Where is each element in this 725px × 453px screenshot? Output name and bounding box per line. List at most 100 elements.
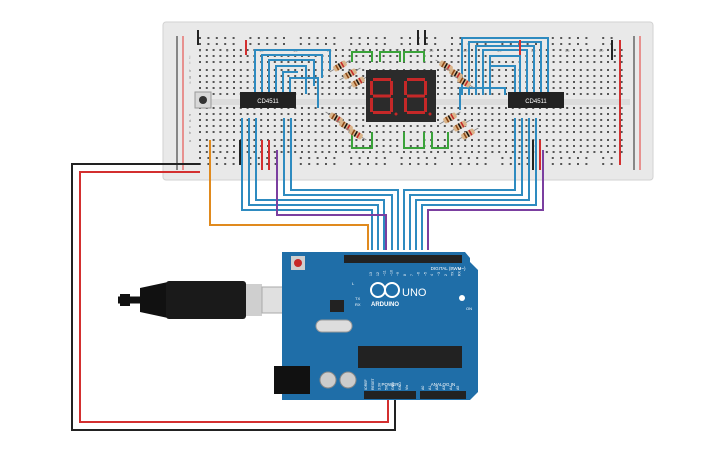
row-label: i (190, 60, 191, 65)
pin-label: TX 1 (451, 269, 455, 276)
blue-wires (254, 37, 549, 110)
pin-label: ~3 (437, 272, 441, 276)
analog-header (420, 391, 466, 399)
row-label: f (189, 80, 191, 85)
pin-label: 2 (444, 274, 448, 276)
column-number: 25 (361, 48, 366, 53)
segment (407, 111, 425, 114)
segment (424, 98, 427, 112)
column-number: 35 (429, 48, 434, 53)
pin-label: ~9 (396, 272, 400, 276)
pin-label: RESET (371, 377, 375, 390)
usb-cable (118, 281, 285, 319)
segment (373, 94, 391, 98)
pin-label: A1 (428, 386, 432, 390)
column-number: 40 (463, 48, 468, 53)
segment (370, 81, 373, 95)
tx-label: TX (355, 296, 360, 301)
row-label: g (189, 74, 191, 79)
row-label: b (189, 130, 192, 135)
digital-header (344, 255, 462, 263)
resistor (345, 127, 367, 141)
segment (390, 81, 393, 95)
column-number: 55 (565, 48, 570, 53)
pin-label: ~11 (383, 270, 387, 276)
column-number: 1 (199, 48, 202, 53)
row-label: j (189, 54, 191, 59)
resistor (339, 67, 361, 81)
segment (373, 111, 391, 114)
resistor (457, 127, 479, 141)
resistor (453, 75, 475, 89)
row-label: d (189, 118, 191, 123)
atmega-chip (358, 346, 462, 368)
column-number: 30 (395, 48, 400, 53)
segment (404, 81, 407, 95)
pin-label: 5V (384, 385, 388, 390)
pin-label: 12 (376, 272, 380, 276)
pin-label: 7 (410, 274, 414, 276)
arduino-wires (71, 30, 621, 431)
segment (373, 78, 391, 81)
capacitor-1 (319, 371, 337, 389)
pin-label: 8 (403, 274, 407, 276)
power-label: POWER (381, 382, 399, 387)
arduino-board: ARDUINO UNO DIGITAL (PWM~) POWER ANALOG … (274, 252, 478, 400)
pin-label: Vin (405, 385, 409, 390)
digit-right (404, 78, 432, 116)
pin-label: A3 (442, 386, 446, 390)
pin-label: ~6 (417, 272, 421, 276)
pin-label: A4 (449, 386, 453, 390)
pin-label: A5 (456, 386, 460, 390)
segment (407, 94, 425, 98)
pin-label: GND (398, 382, 402, 390)
row-label: h (189, 68, 191, 73)
resistor (347, 75, 369, 89)
pin-label: ~10 (389, 270, 393, 276)
segment (404, 98, 407, 112)
decimal-point (394, 112, 398, 116)
on-label: ON (466, 306, 472, 311)
push-button[interactable] (194, 91, 212, 109)
digit-left (370, 78, 398, 116)
pin-label: A2 (435, 386, 439, 390)
pin-label: ~5 (423, 272, 427, 276)
model-label: UNO (402, 287, 427, 299)
analog-label: ANALOG IN (431, 382, 456, 387)
resistors (325, 59, 479, 141)
pin-label: IOREF (364, 379, 368, 390)
chip-right-label: CD4511 (525, 99, 547, 105)
l-label: L (352, 281, 355, 286)
digital-label: DIGITAL (PWM~) (431, 266, 466, 271)
chip-left: CD4511 (240, 92, 296, 108)
arduino-logo: ARDUINO UNO (370, 282, 427, 308)
capacitor-2 (339, 371, 357, 389)
pin-label: 13 (369, 272, 373, 276)
power-header (364, 391, 416, 399)
chip-right: CD4511 (508, 92, 564, 108)
column-number: 5 (226, 48, 229, 53)
segment (424, 81, 427, 95)
pin-label: A0 (421, 386, 425, 390)
row-label: e (189, 112, 192, 117)
resistor (439, 111, 461, 125)
decimal-point (428, 112, 432, 116)
chip-left-label: CD4511 (257, 99, 279, 105)
resistor (329, 59, 351, 73)
segment (390, 98, 393, 112)
column-number: 60 (599, 48, 604, 53)
rx-label: RX (355, 302, 361, 307)
pin-label: RX 0 (457, 268, 461, 276)
row-label: a (189, 138, 192, 143)
pin-label: 4 (430, 274, 434, 276)
segment (407, 78, 425, 81)
reset-button[interactable] (291, 256, 305, 270)
row-label: c (189, 124, 191, 129)
green-wires (351, 51, 449, 149)
crystal (315, 319, 353, 333)
